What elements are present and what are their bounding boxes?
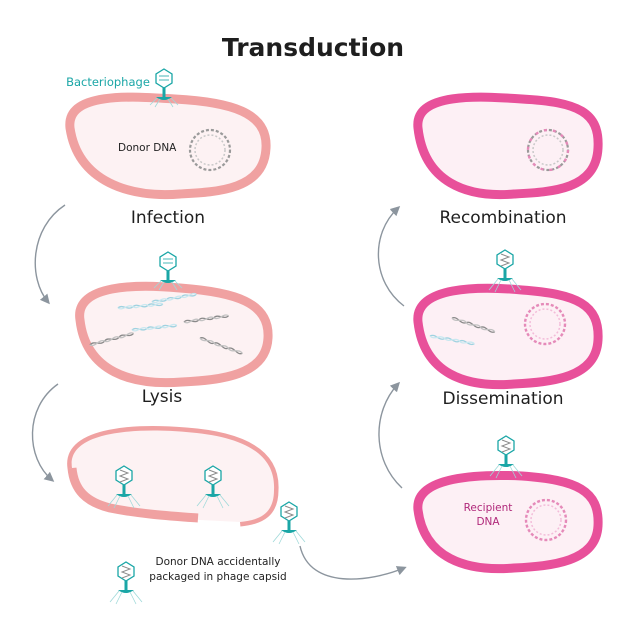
bacteriophage-label: Bacteriophage	[66, 75, 150, 89]
phage-with-dna-icon	[109, 561, 143, 605]
arrow-infection	[34, 204, 66, 305]
donor-dna-label: Donor DNA	[118, 142, 177, 154]
recipient-cell-dissemination	[413, 283, 603, 390]
step-lysis-label: Lysis	[142, 387, 183, 407]
donor-cell-fragmented	[75, 281, 273, 388]
recipient-dna-label-2: DNA	[476, 516, 500, 528]
step-infection-label: Infection	[131, 208, 205, 228]
arrow-to-recipient	[299, 545, 407, 580]
donor-cell-infection: Donor DNA	[65, 92, 271, 200]
recipient-cell-attachment: Recipient DNA	[413, 470, 603, 574]
caption-line-2: packaged in phage capsid	[149, 571, 286, 583]
diagram-title: Transduction	[222, 33, 404, 62]
recipient-cell-recombined	[413, 92, 603, 200]
recipient-dna-label-1: Recipient	[464, 502, 513, 514]
step-recombination-label: Recombination	[439, 208, 566, 228]
arrow-recombination	[377, 205, 405, 307]
donor-cell-lysis	[67, 426, 279, 527]
step-dissemination-label: Dissemination	[442, 389, 563, 409]
caption-line-1: Donor DNA accidentally	[156, 556, 281, 568]
arrow-dissemination	[378, 381, 403, 489]
phage-with-dna-icon	[272, 501, 306, 545]
arrow-lysis	[31, 383, 59, 482]
